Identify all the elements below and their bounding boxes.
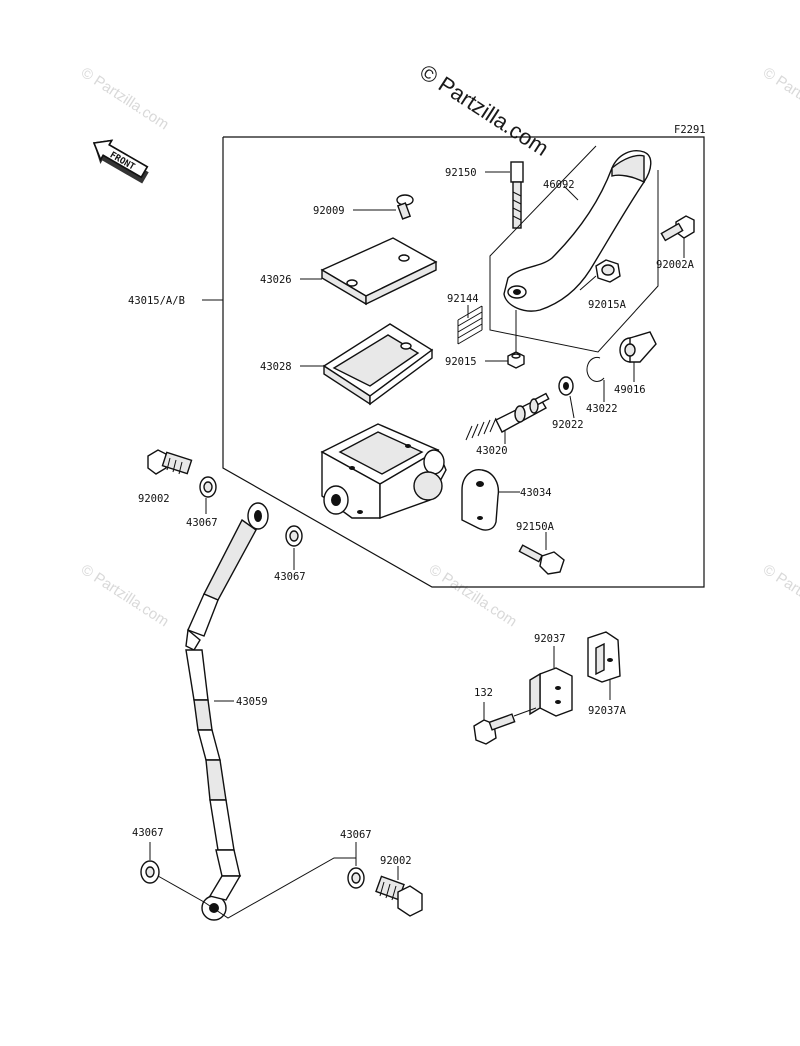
label-92150: 92150 (445, 167, 477, 179)
lever-bracket (489, 145, 659, 353)
part-92015A-nut (595, 259, 621, 283)
label-92015: 92015 (445, 356, 477, 368)
label-92037A: 92037A (588, 705, 627, 717)
part-49016-boot (619, 331, 657, 363)
figure-code: F2291 (674, 124, 706, 136)
label-43026: 43026 (260, 274, 292, 286)
label-43015: 43015/A/B (128, 295, 185, 307)
label-43067-c: 43067 (132, 827, 164, 839)
part-master-cylinder-body (320, 423, 447, 519)
part-92037A-bracket (587, 631, 621, 683)
part-132-bolt (473, 713, 516, 745)
label-43067-d: 43067 (340, 829, 372, 841)
watermark-faint: © Partzilla.com (78, 561, 172, 630)
part-43067-washer-b (285, 525, 303, 547)
label-92002-bottom: 92002 (380, 855, 412, 867)
part-92002-bolt-bottom (375, 875, 423, 917)
label-92009: 92009 (313, 205, 345, 217)
leader-132-to-bracket (513, 707, 537, 717)
label-49016: 49016 (614, 384, 646, 396)
label-92002-top: 92002 (138, 493, 170, 505)
part-43020-piston (465, 392, 550, 441)
label-92015A: 92015A (588, 299, 627, 311)
part-92037-bracket (529, 667, 573, 717)
label-46092: 46092 (543, 179, 575, 191)
part-92144-spring (457, 305, 483, 345)
label-92037: 92037 (534, 633, 566, 645)
part-43067-washer-c (140, 860, 160, 884)
label-92150A: 92150A (516, 521, 555, 533)
label-43020: 43020 (476, 445, 508, 457)
watermark-faint: © Partzilla.com (78, 64, 172, 133)
label-43067-a: 43067 (186, 517, 218, 529)
label-43022: 43022 (586, 403, 618, 415)
watermark-faint-group: © Partzilla.com © Partzilla.com © Partzi… (78, 64, 800, 630)
leader-46092 (563, 185, 579, 201)
part-92015-nut (507, 351, 525, 369)
label-92022: 92022 (552, 419, 584, 431)
leader-92015A (579, 275, 597, 291)
part-92002A-bolt (660, 215, 695, 242)
label-92144: 92144 (447, 293, 479, 305)
label-43059: 43059 (236, 696, 268, 708)
leader-92022 (569, 395, 575, 419)
front-arrow: FRONT (92, 139, 149, 184)
part-92002-bolt-top (147, 449, 193, 475)
part-43067-washer-a (199, 476, 217, 498)
banjo-assembly-line (157, 857, 356, 919)
part-92009-screw (396, 194, 414, 220)
watermark-faint: © Partzilla.com (426, 561, 520, 630)
part-43067-washer-d (347, 867, 365, 889)
label-132: 132 (474, 687, 493, 699)
assembly-frame (222, 136, 705, 588)
label-92002A: 92002A (656, 259, 695, 271)
part-92150A-bolt (518, 544, 565, 575)
part-43022-circlip (586, 356, 605, 382)
watermark-main: © Partzilla.com (415, 59, 553, 161)
label-43034: 43034 (520, 487, 552, 499)
part-43026-cover (320, 237, 438, 306)
part-46092-lever (503, 150, 652, 312)
label-43028: 43028 (260, 361, 292, 373)
part-43028-diaphragm (322, 323, 434, 406)
part-92150-bolt (510, 161, 524, 229)
part-43034-clamp (461, 469, 500, 531)
watermark-faint: © Partzilla.com (760, 64, 800, 133)
watermark-faint: © Partzilla.com (760, 561, 800, 630)
label-43067-b: 43067 (274, 571, 306, 583)
part-43059-hose (185, 502, 269, 921)
part-92022-washer (558, 376, 574, 396)
part-labels: 92150 46092 92009 92002A 43026 43015/A/B… (128, 167, 695, 867)
